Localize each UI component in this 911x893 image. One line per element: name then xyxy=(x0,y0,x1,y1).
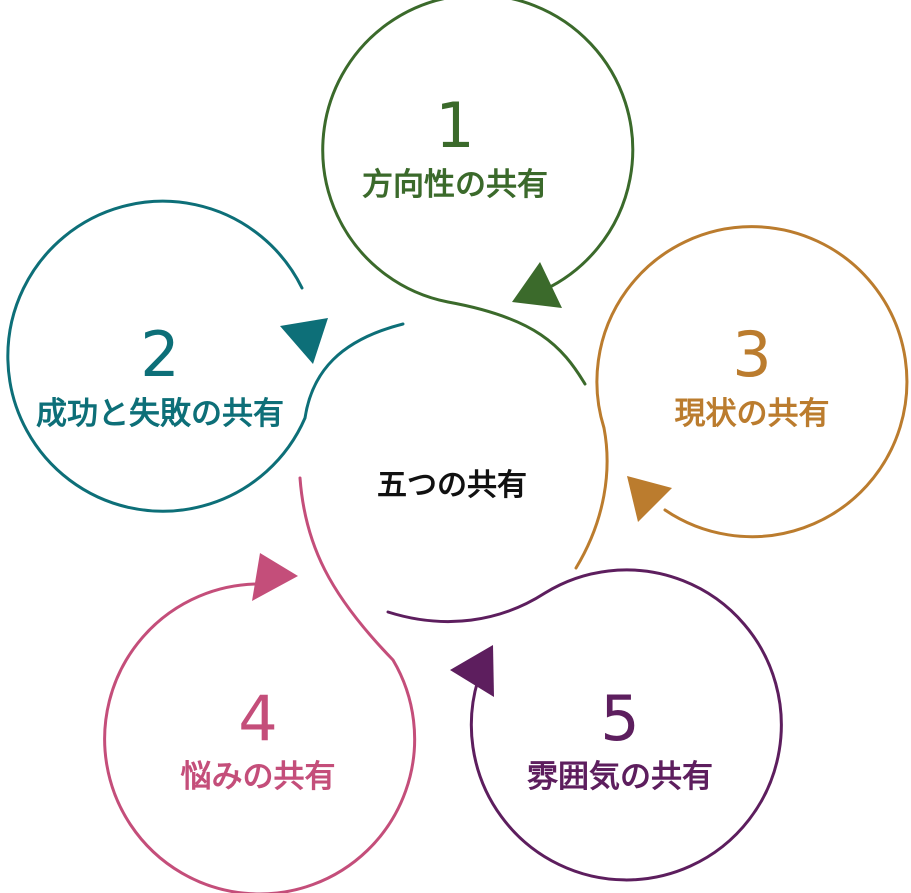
arrow-head-4-icon xyxy=(252,553,298,601)
item-5-label: 雰囲気の共有 xyxy=(527,759,713,795)
cycle-item-5: 5 雰囲気の共有 xyxy=(386,568,783,882)
cycle-item-1: 1 方向性の共有 xyxy=(321,0,635,386)
arrow-head-5-icon xyxy=(450,645,494,697)
cycle-arc-1 xyxy=(321,0,635,386)
arrow-head-3-icon xyxy=(627,476,672,522)
cycle-item-4: 4 悩みの共有 xyxy=(103,476,417,893)
center-label: 五つの共有 xyxy=(377,468,527,503)
cycle-arc-2 xyxy=(6,199,405,513)
item-2-label: 成功と失敗の共有 xyxy=(36,396,284,432)
item-4-number: 4 xyxy=(238,682,277,755)
arrow-head-1-icon xyxy=(512,262,562,308)
item-1-label: 方向性の共有 xyxy=(362,167,548,203)
cycle-arc-5 xyxy=(386,568,783,882)
item-2-number: 2 xyxy=(140,318,179,391)
cycle-item-3: 3 現状の共有 xyxy=(574,225,909,570)
cycle-arc-3 xyxy=(574,225,909,570)
item-1-number: 1 xyxy=(435,89,474,162)
cycle-arc-4 xyxy=(103,476,417,893)
arrow-head-2-icon xyxy=(280,318,328,364)
item-3-label: 現状の共有 xyxy=(675,396,830,432)
item-5-number: 5 xyxy=(600,682,639,755)
cycle-item-2: 2 成功と失敗の共有 xyxy=(6,199,405,513)
item-3-number: 3 xyxy=(732,318,771,391)
item-4-label: 悩みの共有 xyxy=(181,759,336,795)
